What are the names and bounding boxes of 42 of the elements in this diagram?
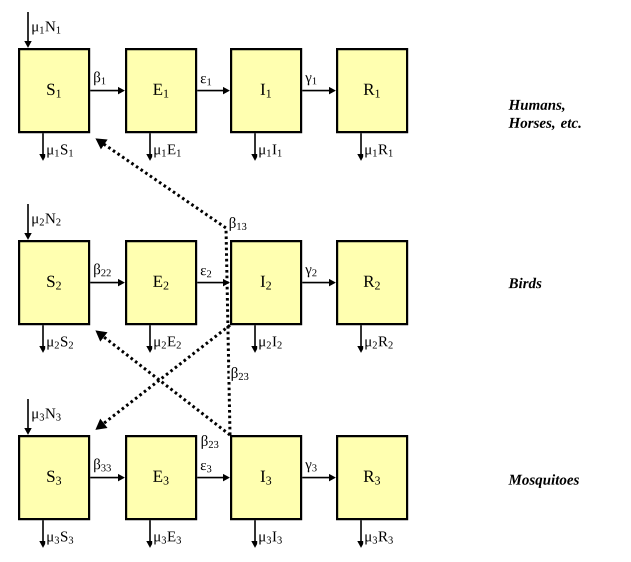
group-label: Humans, Horses, etc. — [508, 100, 581, 130]
edge-label: μ$_{3}$N$_{3}$ — [30, 408, 63, 423]
compartment-box: I$_{1}$ — [230, 48, 302, 134]
compartment-box: S$_{1}$ — [18, 48, 90, 134]
edge-label: γ$_{3}$ — [304, 461, 319, 474]
edge-label: ε$_{2}$ — [199, 267, 214, 278]
edge-label: μ$_{2}$I$_{2}$ — [257, 336, 284, 351]
compartment-box: S$_{3}$ — [18, 435, 90, 520]
compartment-box: R$_{3}$ — [336, 435, 408, 520]
edge-label: β$_{22}$ — [92, 262, 113, 278]
edge-label: μ$_{1}$S$_{1}$ — [45, 143, 76, 159]
compartment-box: E$_{2}$ — [125, 240, 198, 326]
compartment-box: R$_{2}$ — [336, 240, 408, 326]
edge-label: μ$_{2}$R$_{2}$ — [363, 336, 395, 351]
edge-label: β$_{1}$ — [92, 70, 108, 86]
edge-label: ε$_{1}$ — [199, 75, 214, 86]
edge-label: γ$_{1}$ — [304, 74, 319, 86]
rate-label: β$_{23}$ — [230, 366, 250, 382]
edge-label: β$_{23}$ — [200, 434, 220, 450]
edge-label: μ$_{3}$S$_{3}$ — [45, 530, 76, 546]
edge-label: μ$_{2}$N$_{2}$ — [30, 212, 63, 228]
edge-label: β$_{33}$ — [92, 458, 113, 474]
edge-label: μ$_{3}$E$_{3}$ — [152, 530, 183, 546]
edge-label: μ$_{1}$E$_{1}$ — [152, 143, 183, 159]
edge-label: β$_{13}$ — [228, 216, 248, 232]
edge-label: μ$_{1}$I$_{1}$ — [257, 143, 284, 159]
compartment-box: S$_{2}$ — [18, 240, 90, 326]
edge-label: μ$_{2}$S$_{2}$ — [45, 335, 76, 351]
edge-label: μ$_{1}$N$_{1}$ — [30, 20, 63, 36]
edge-label: μ$_{3}$R$_{3}$ — [363, 530, 395, 546]
edge-label: μ$_{2}$E$_{2}$ — [152, 336, 183, 351]
group-label: Birds — [508, 278, 542, 288]
group-label: Mosquitoes — [508, 474, 579, 488]
edge-label: μ$_{3}$I$_{3}$ — [257, 530, 284, 546]
edge-label: γ$_{2}$ — [304, 266, 319, 278]
compartment-box: I$_{3}$ — [230, 435, 302, 520]
edge-label: ε$_{3}$ — [199, 462, 214, 474]
compartment-box: E$_{3}$ — [125, 435, 198, 520]
compartment-box: I$_{2}$ — [230, 240, 302, 326]
compartment-box: E$_{1}$ — [125, 48, 198, 134]
edge-label: μ$_{1}$R$_{1}$ — [363, 143, 395, 159]
compartment-box: R$_{1}$ — [336, 48, 408, 134]
